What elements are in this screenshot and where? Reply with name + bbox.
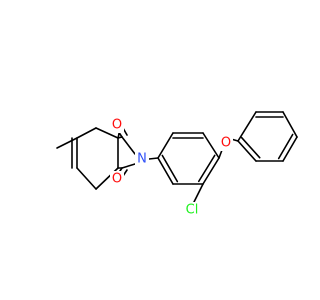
label-mask — [110, 171, 124, 187]
atom-label-oxygen-ether: O — [221, 136, 231, 151]
bond-aromatic — [202, 157, 220, 185]
bond-methyl — [56, 137, 78, 149]
bond-c-o — [218, 149, 223, 159]
bond-aromatic-inner — [277, 133, 294, 160]
molecule-diagram: O N O O Cl — [56, 111, 298, 218]
bond-imide — [121, 136, 136, 155]
bond-ring — [95, 127, 119, 139]
bond-aromatic — [157, 157, 174, 185]
bond-aromatic — [282, 136, 298, 162]
bond-n-aryl — [148, 157, 159, 160]
bond-ring — [76, 167, 97, 190]
bond-lines — [56, 111, 298, 203]
bond-aromatic — [237, 111, 257, 142]
bond-aromatic — [202, 132, 220, 159]
bond-aromatic — [282, 111, 298, 138]
bond-c-cl — [193, 183, 204, 203]
atom-label-chlorine: Cl — [186, 203, 199, 218]
atom-label-oxygen-bottom: O — [112, 172, 122, 187]
bond-aromatic-inner — [240, 136, 261, 159]
bond-aromatic-inner — [197, 154, 216, 183]
label-mask — [110, 117, 124, 133]
bond-aromatic — [157, 132, 174, 159]
label-mask — [135, 151, 149, 167]
label-mask — [183, 202, 201, 218]
atom-label-nitrogen: N — [137, 152, 147, 167]
label-mask — [219, 135, 233, 151]
bond-imide — [121, 163, 136, 169]
bond-ring — [76, 127, 97, 139]
bond-aromatic — [237, 140, 257, 162]
atom-labels: O N O O Cl — [110, 117, 233, 218]
atom-label-oxygen-top: O — [112, 118, 122, 133]
bond-aromatic-inner — [161, 154, 179, 183]
